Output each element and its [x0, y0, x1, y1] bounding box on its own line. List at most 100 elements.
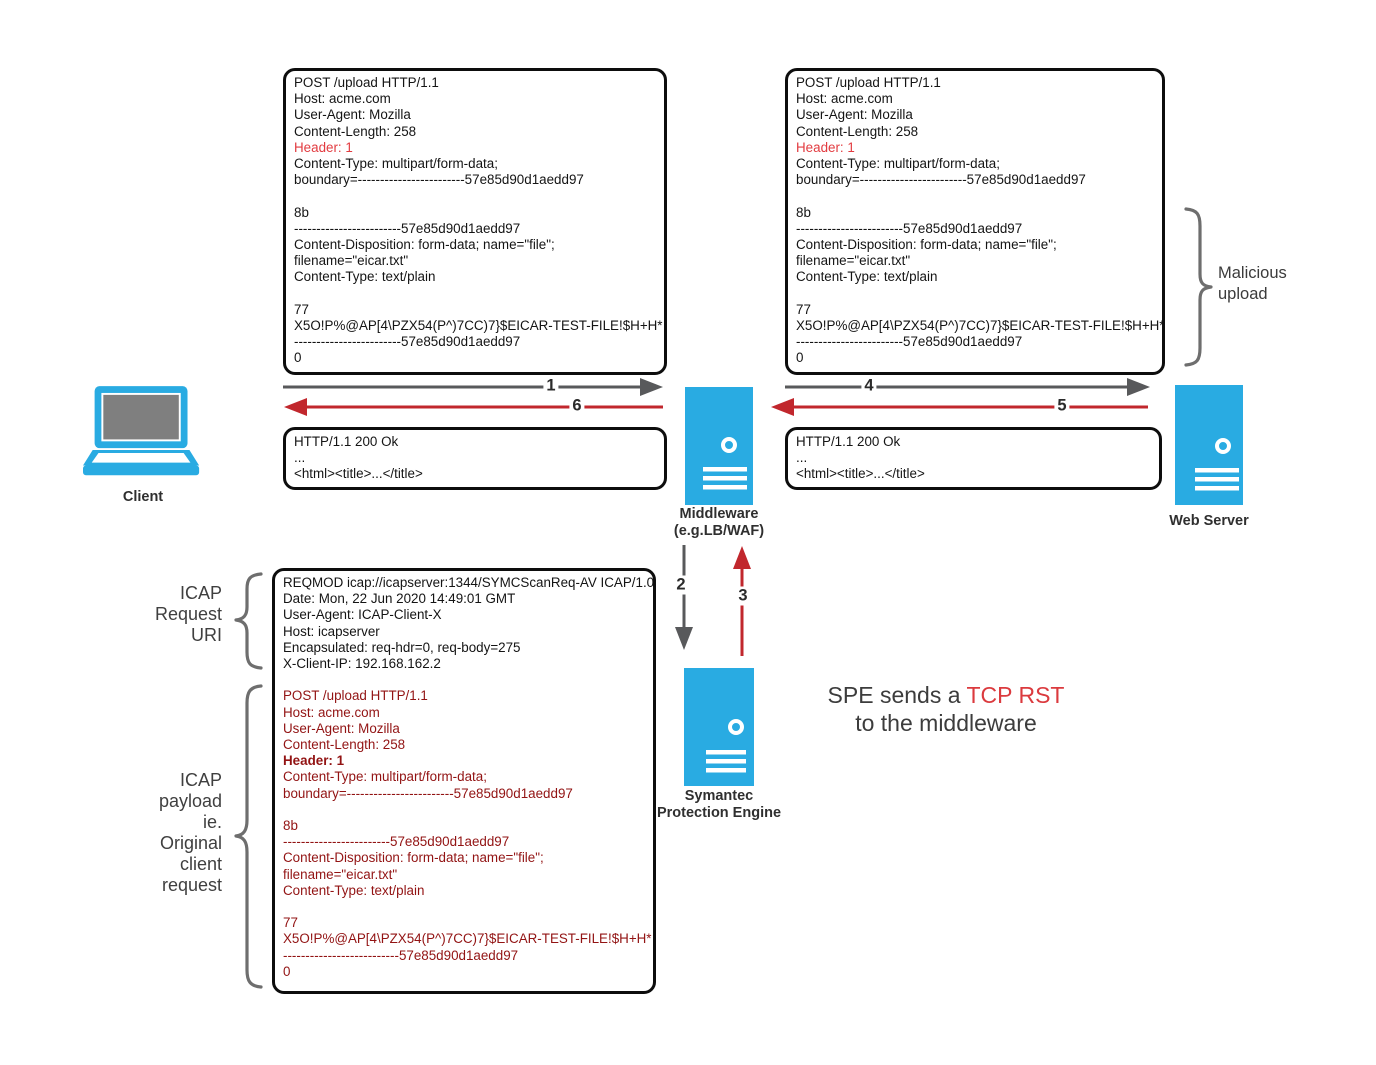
text-line: request: [161, 875, 222, 895]
http-response-box-client: HTTP/1.1 200 Ok...<html><title>...</titl…: [283, 427, 667, 490]
text-line: Content-Disposition: form-data; name="fi…: [294, 237, 555, 253]
spe-annotation-line1: SPE sends a TCP RST: [827, 682, 1065, 708]
text-line: boundary=------------------------57e85d9…: [294, 172, 584, 188]
text-line: Header: 1: [796, 139, 855, 155]
text-line: HTTP/1.1 200 Ok: [796, 434, 901, 449]
text-line: 8b: [796, 204, 811, 220]
text-line: POST /upload HTTP/1.1: [796, 75, 941, 90]
text-line: boundary=------------------------57e85d9…: [283, 785, 573, 801]
spe-server-icon: [684, 668, 754, 791]
text-line: Malicious: [1218, 264, 1287, 282]
icap-payload-brace: [234, 684, 263, 989]
text-line: 8b: [283, 818, 298, 834]
text-line: 8b: [294, 204, 309, 220]
text-line: <html><title>...</title>: [796, 466, 925, 482]
text-line: ICAP: [179, 770, 222, 790]
text-line: ------------------------57e85d90d1aedd97: [796, 220, 1023, 236]
arrow-label-5: 5: [1054, 396, 1070, 416]
text-line: 0: [283, 963, 291, 979]
middleware-server-icon: [685, 387, 753, 510]
text-line: Content-Type: multipart/form-data;: [294, 156, 498, 172]
text-line: POST /upload HTTP/1.1: [294, 75, 439, 90]
text-line: [796, 286, 1154, 302]
arrow-label-2: 2: [673, 575, 689, 595]
text-line: HTTP/1.1 200 Ok: [294, 434, 399, 449]
text-line: [283, 802, 645, 818]
text-line: Header: 1: [283, 753, 345, 769]
text-line: ie.: [202, 812, 222, 832]
text-line: Content-Type: text/plain: [283, 882, 425, 898]
text-line: Header: 1: [294, 139, 353, 155]
text-line: [283, 672, 645, 688]
text-line: payload: [158, 791, 222, 811]
web-server-label: Web Server: [1169, 513, 1249, 529]
text-line: client: [179, 854, 222, 874]
text-line: 77: [294, 301, 309, 317]
arrow-label-3: 3: [735, 586, 751, 606]
text-line: [294, 188, 656, 204]
web-server-icon: [1175, 385, 1243, 510]
text-line: Content-Length: 258: [283, 737, 406, 753]
icap-request-uri-brace: [234, 572, 263, 670]
text-line: User-Agent: Mozilla: [283, 720, 400, 736]
middleware-label-line1: Middleware: [679, 506, 759, 522]
icap-request-box: REQMOD icap://icapserver:1344/SYMCScanRe…: [272, 568, 656, 994]
arrow-client-to-middleware: [283, 378, 663, 396]
text-line: [294, 286, 656, 302]
text-line: X5O!P%@AP[4\PZX54(P^)7CC)7}$EICAR-TEST-F…: [796, 318, 1165, 334]
text-line: Host: acme.com: [283, 704, 380, 720]
text-line: --------------------------57e85d90d1aedd…: [283, 947, 519, 963]
middleware-label: Middleware (e.g.LB/WAF): [639, 506, 799, 539]
text-line: ------------------------57e85d90d1aedd97: [796, 334, 1023, 350]
text-line: Content-Type: text/plain: [796, 269, 938, 285]
text-line: REQMOD icap://icapserver:1344/SYMCScanRe…: [283, 575, 655, 590]
text-line: <html><title>...</title>: [294, 466, 423, 482]
middleware-label-line2: (e.g.LB/WAF): [673, 522, 765, 539]
text-line: X-Client-IP: 192.168.162.2: [283, 656, 441, 672]
text-line: Content-Length: 258: [294, 123, 417, 139]
spe-label-line2: Protection Engine: [656, 804, 782, 821]
arrow-server-to-middleware: [771, 398, 1148, 416]
text-line: boundary=------------------------57e85d9…: [796, 172, 1086, 188]
text-line: Host: acme.com: [294, 91, 391, 107]
text-line: Content-Type: text/plain: [294, 269, 436, 285]
text-line: 77: [283, 915, 298, 931]
text-line: X5O!P%@AP[4\PZX54(P^)7CC)7}$EICAR-TEST-F…: [294, 318, 663, 334]
text-line: Content-Type: multipart/form-data;: [796, 156, 1000, 172]
text-line: Date: Mon, 22 Jun 2020 14:49:01 GMT: [283, 591, 516, 607]
text-line: Content-Disposition: form-data; name="fi…: [796, 237, 1057, 253]
spe-annotation-line2: to the middleware: [855, 710, 1037, 736]
text-line: filename="eicar.txt": [796, 253, 911, 269]
arrow-label-4: 4: [861, 376, 877, 396]
tcp-rst-highlight: TCP RST: [966, 682, 1065, 708]
text-line: Original: [159, 833, 222, 853]
text-line: Host: acme.com: [796, 91, 893, 107]
http-response-box-server: HTTP/1.1 200 Ok...<html><title>...</titl…: [785, 427, 1162, 490]
text-line: [283, 899, 645, 915]
malicious-upload-label: Malicious upload: [1218, 263, 1287, 305]
text-line: Content-Type: multipart/form-data;: [283, 769, 487, 785]
text-line: POST /upload HTTP/1.1: [283, 688, 428, 704]
text-line: Content-Disposition: form-data; name="fi…: [283, 850, 544, 866]
text-line: upload: [1218, 285, 1268, 303]
text-line: ------------------------57e85d90d1aedd97: [283, 834, 510, 850]
arrow-middleware-to-server: [785, 378, 1150, 396]
text-line: ...: [294, 450, 306, 466]
arrow-label-6: 6: [569, 396, 585, 416]
text-line: ICAP: [179, 583, 222, 603]
text-line: User-Agent: Mozilla: [294, 107, 411, 123]
text-line: User-Agent: Mozilla: [796, 107, 913, 123]
client-label: Client: [122, 489, 164, 505]
arrow-middleware-to-spe: [675, 545, 693, 650]
text-line: 0: [294, 350, 302, 366]
text-line: ...: [796, 450, 808, 466]
arrow-label-1: 1: [543, 376, 559, 396]
text-line: [796, 188, 1154, 204]
arrow-middleware-to-client: [284, 398, 663, 416]
text-line: filename="eicar.txt": [294, 253, 409, 269]
text-line: Encapsulated: req-hdr=0, req-body=275: [283, 639, 521, 655]
